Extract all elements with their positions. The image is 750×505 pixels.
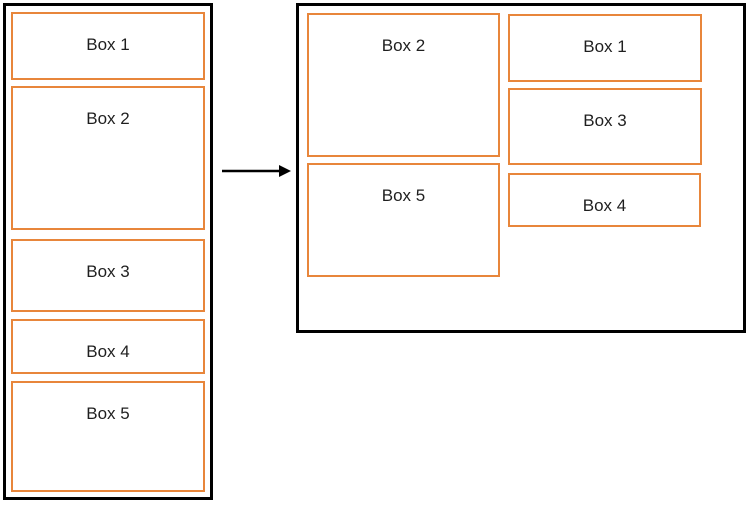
source-box-2: Box 2 — [11, 86, 205, 230]
box-label: Box 1 — [86, 35, 130, 54]
box-label: Box 3 — [86, 262, 130, 281]
source-box-5: Box 5 — [11, 381, 205, 492]
box-label: Box 4 — [86, 342, 130, 361]
box-label: Box 2 — [381, 36, 426, 55]
source-box-1: Box 1 — [11, 12, 205, 80]
box-label: Box 1 — [583, 37, 627, 56]
result-box-4: Box 4 — [508, 173, 701, 227]
result-box-1: Box 1 — [508, 14, 702, 82]
result-box-2: Box 2 — [307, 13, 500, 157]
box-label: Box 5 — [86, 404, 130, 423]
right-arrow-icon — [220, 163, 292, 179]
source-stack-panel: Box 1 Box 2 Box 3 Box 4 Box 5 — [3, 3, 213, 500]
source-box-4: Box 4 — [11, 319, 205, 374]
box-label: Box 2 — [86, 109, 130, 128]
result-box-3: Box 3 — [508, 88, 702, 165]
result-box-5: Box 5 — [307, 163, 500, 277]
source-box-3: Box 3 — [11, 239, 205, 312]
box-label: Box 3 — [583, 111, 627, 130]
result-layout-panel: Box 2 Box 5 Box 1 Box 3 Box 4 — [296, 3, 746, 333]
box-label: Box 5 — [381, 186, 426, 205]
box-label: Box 4 — [582, 196, 627, 215]
